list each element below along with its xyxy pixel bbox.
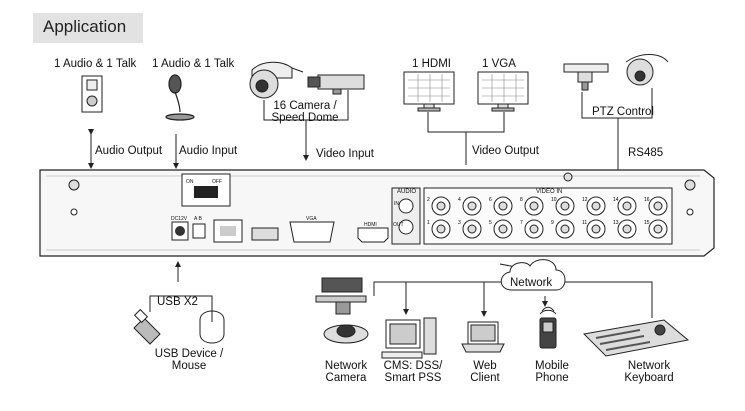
- network-cloud-icon: [500, 259, 566, 291]
- dvr-rear-panel: [39, 169, 715, 257]
- channel-number: 10: [551, 197, 557, 203]
- channel-number: 11: [582, 220, 587, 226]
- usb-x2-label: USB X2: [157, 296, 198, 308]
- speaker-icon: [81, 75, 103, 113]
- ptz-label: PTZ Control: [592, 106, 654, 118]
- laptop-icon: [461, 321, 505, 353]
- network-keyboard-icon: [582, 319, 690, 357]
- bnc-pin: [467, 201, 477, 211]
- vga-label: 1 VGA: [482, 58, 516, 70]
- section-title: Application: [43, 17, 127, 36]
- bnc-pin: [591, 201, 601, 211]
- bnc-pin: [529, 224, 539, 234]
- computer-icon: [381, 317, 437, 359]
- channel-number: 2: [427, 197, 430, 203]
- usb-stick-icon: [133, 308, 161, 345]
- mouse-icon: [199, 310, 225, 344]
- audio-out-label: OUT: [393, 222, 404, 228]
- video-in-panel-label: VIDEO IN: [536, 189, 563, 195]
- mobile-phone-label: Mobile Phone: [535, 360, 569, 384]
- bnc-pin: [498, 201, 508, 211]
- video-input-label: Video Input: [316, 148, 374, 160]
- bnc-pin: [436, 224, 446, 234]
- channel-number: 1: [427, 220, 430, 226]
- network-keyboard-label: Network Keyboard: [624, 360, 674, 384]
- usb-device-label: USB Device / Mouse: [154, 348, 224, 372]
- bnc-pin: [498, 224, 508, 234]
- channel-number: 3: [458, 220, 461, 226]
- bnc-pin: [436, 201, 446, 211]
- power-on-label: ON: [186, 179, 194, 185]
- hdmi-label: 1 HDMI: [412, 58, 451, 70]
- bnc-pin: [591, 224, 601, 234]
- network-label: Network: [510, 277, 553, 289]
- camera-icon: [249, 61, 365, 99]
- speaker-label: 1 Audio & 1 Talk: [54, 58, 137, 70]
- web-client-label: Web Client: [470, 360, 500, 384]
- microphone-icon: [165, 74, 195, 121]
- hdmi-monitor-icon: [403, 71, 455, 112]
- hdmi-port-label: HDMI: [364, 222, 377, 228]
- power-off-label: OFF: [212, 179, 222, 185]
- channel-number: 9: [551, 220, 554, 226]
- channel-number: 7: [520, 220, 523, 226]
- channel-number: 13: [613, 220, 619, 226]
- bnc-pin: [529, 201, 539, 211]
- channel-number: 4: [458, 197, 461, 203]
- bnc-pin: [560, 201, 570, 211]
- bnc-pin: [622, 224, 632, 234]
- audio-output-label: Audio Output: [95, 145, 163, 157]
- cms-label: CMS: DSS/ Smart PSS: [383, 360, 443, 384]
- channel-number: 8: [520, 197, 523, 203]
- section-header: Application: [33, 13, 143, 43]
- channel-number: 12: [582, 197, 588, 203]
- rs485-label: RS485: [628, 147, 664, 159]
- bnc-pin: [653, 224, 663, 234]
- channel-number: 16: [644, 197, 650, 203]
- camera-label: 16 Camera / Speed Dome: [271, 100, 339, 124]
- bnc-pin: [653, 201, 663, 211]
- bnc-pin: [622, 201, 632, 211]
- channel-number: 15: [644, 220, 650, 226]
- microphone-label: 1 Audio & 1 Talk: [152, 58, 235, 70]
- vga-port-label: VGA: [306, 216, 317, 222]
- audio-input-label: Audio Input: [179, 145, 238, 157]
- channel-number: 6: [489, 197, 492, 203]
- channel-number: 5: [489, 220, 492, 226]
- rs485-ab-label: A B: [194, 216, 202, 222]
- bnc-pin: [467, 224, 477, 234]
- network-camera-label: Network Camera: [324, 360, 368, 384]
- audio-in-label: IN: [394, 201, 399, 207]
- network-camera-icon: [315, 277, 369, 344]
- mobile-phone-icon: [539, 306, 557, 349]
- audio-panel-label: AUDIO: [397, 189, 417, 195]
- video-output-label: Video Output: [472, 145, 539, 157]
- dc12v-label: DC12V: [171, 216, 188, 222]
- bnc-pin: [560, 224, 570, 234]
- vga-monitor-icon: [477, 71, 529, 112]
- channel-number: 14: [613, 197, 619, 203]
- ptz-camera-icon: [563, 54, 669, 91]
